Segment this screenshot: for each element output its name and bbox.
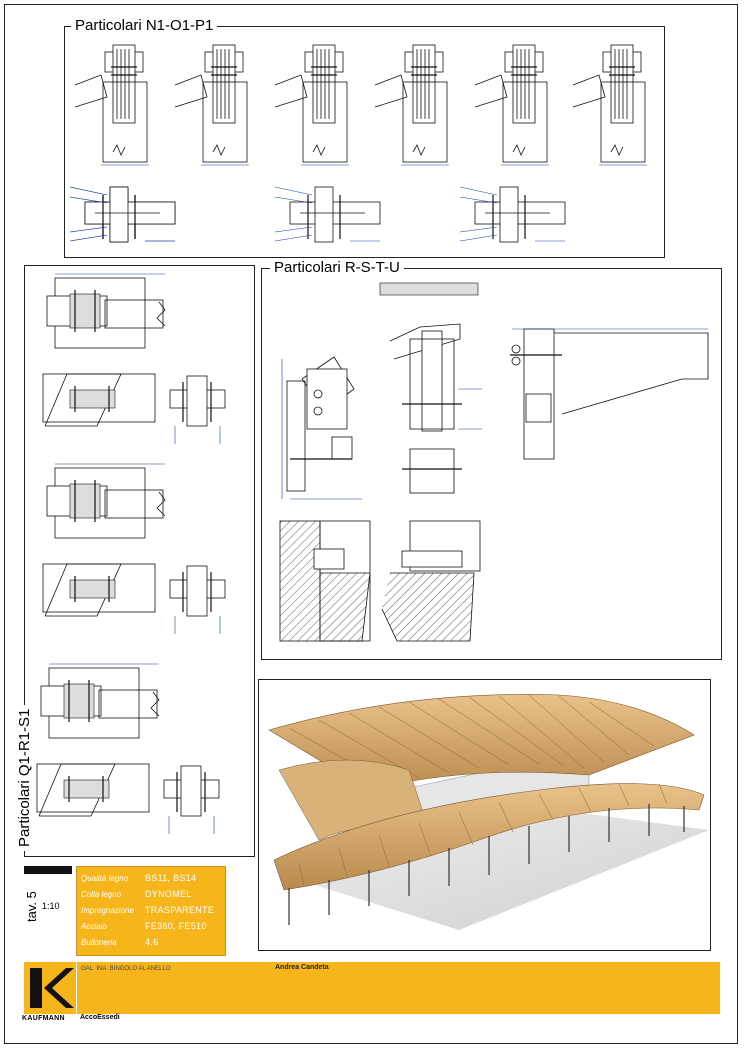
drawing-n1-o1-p1	[69, 44, 648, 243]
drawing-r-s-t-u	[279, 282, 709, 642]
company-name-text: Andrea Candeta	[275, 964, 329, 971]
materials-row: Acciaio FE360, FE510	[81, 918, 221, 934]
materials-table: Qualità legno BS11, BS14 Colla legno DYN…	[76, 866, 226, 956]
sheet-scale: 1:10	[42, 901, 60, 911]
materials-value: DYNOMEL	[145, 889, 192, 899]
materials-row: Bulloneria 4.6	[81, 934, 221, 950]
panel-n1-o1-p1: Particolari N1-O1-P1	[64, 18, 665, 258]
materials-value: FE360, FE510	[145, 921, 207, 931]
panel-title-rstu: Particolari R-S-T-U	[270, 260, 404, 276]
sheet-number-bar	[24, 866, 72, 874]
materials-row: Colla legno DYNOMEL	[81, 886, 221, 902]
sheet-number-block: tav. 5 1:10	[24, 866, 74, 926]
structure-rendering	[258, 679, 711, 951]
rendering-drawing	[268, 694, 709, 930]
materials-row: Qualità legno BS11, BS14	[81, 870, 221, 886]
logo-mark	[30, 968, 74, 1008]
materials-key: Acciaio	[81, 921, 107, 931]
materials-value: BS11, BS14	[145, 873, 197, 883]
materials-value: TRASPARENTE	[145, 905, 215, 915]
project-title: GAL. INA. BINGOLO AL ANELLO	[81, 966, 171, 972]
materials-key: Qualità legno	[81, 873, 129, 883]
materials-row: Impregnazione TRASPARENTE	[81, 902, 221, 918]
company-name: Andrea Candeta	[275, 964, 329, 971]
materials-key: Colla legno	[81, 889, 122, 899]
panel-title-n1: Particolari N1-O1-P1	[71, 18, 218, 34]
panel-r-s-t-u: Particolari R-S-T-U	[261, 260, 722, 660]
brand-name: KAUFMANN	[22, 1015, 65, 1022]
materials-value: 4.6	[145, 937, 159, 947]
title-band: GAL. INA. BINGOLO AL ANELLO Andrea Cande…	[77, 962, 720, 1014]
panel-q1-r1-s1: Particolari Q1-R1-S1	[16, 265, 255, 857]
drawing-q1-r1-s1	[36, 273, 226, 835]
sheet-number: tav. 5	[24, 891, 39, 922]
materials-key: Bulloneria	[81, 937, 117, 947]
kaufmann-logo	[24, 962, 76, 1014]
partner-name: AccoEssedi	[80, 1014, 120, 1021]
sheet-border	[4, 4, 738, 1044]
materials-key: Impregnazione	[81, 905, 134, 915]
